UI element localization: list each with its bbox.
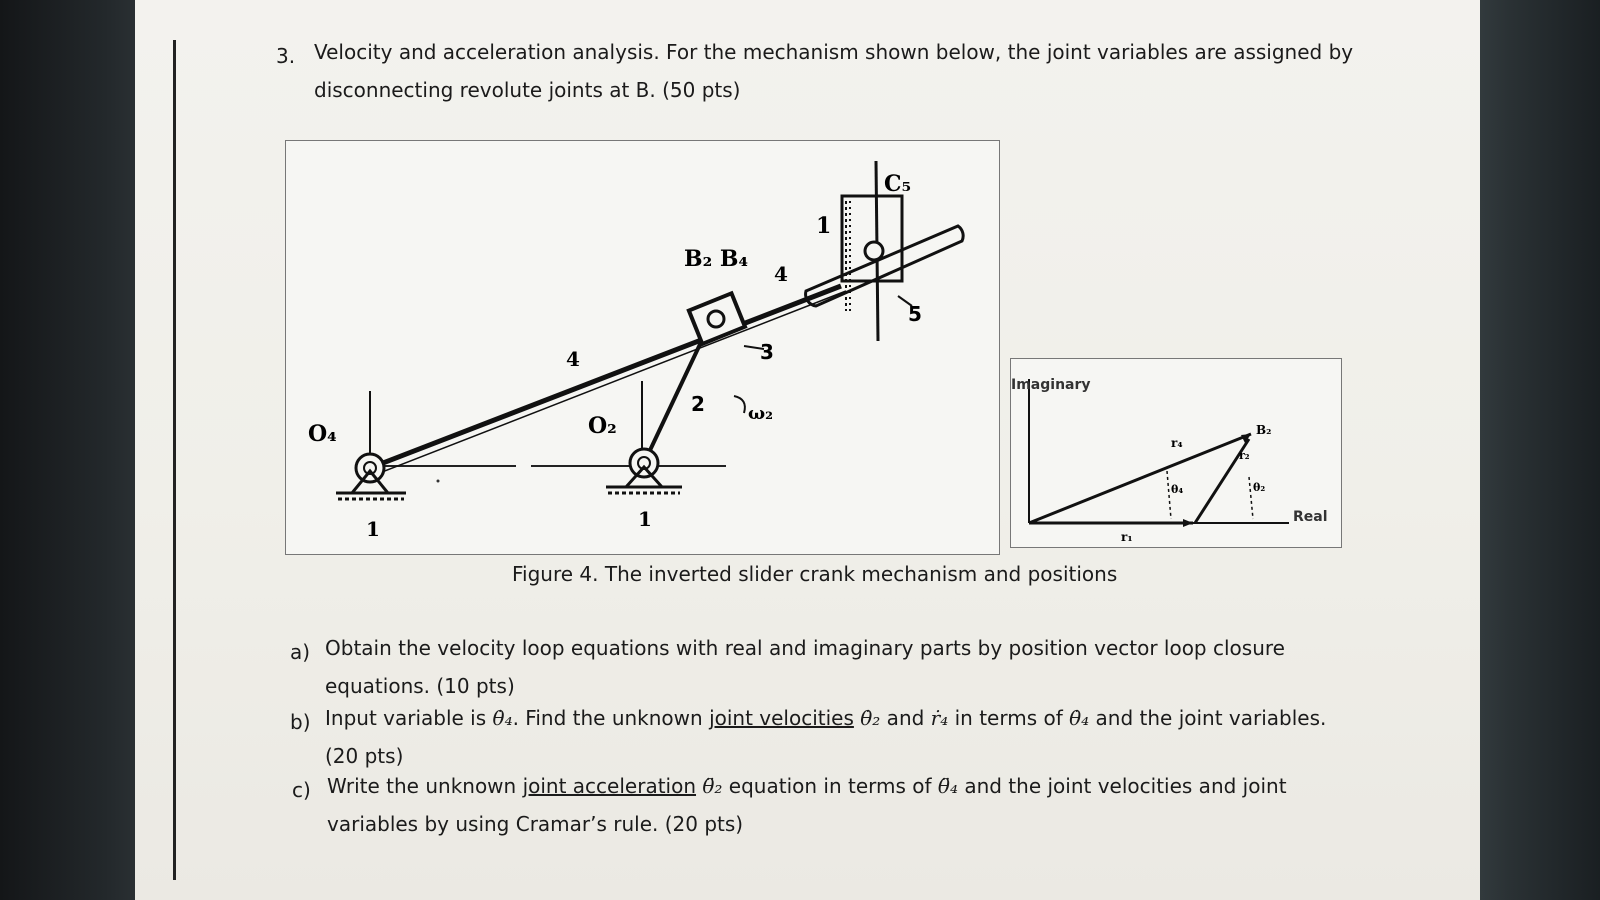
theta4-dot-symbol: θ̇₄ — [492, 706, 513, 730]
joint-acceleration-term: joint acceleration — [522, 774, 697, 798]
figure-caption: Figure 4. The inverted slider crank mech… — [512, 562, 1118, 586]
label-link-4-top: 4 — [774, 262, 788, 286]
vector-r4 — [1028, 432, 1252, 525]
vector-r2 — [1193, 438, 1251, 524]
theta4-arc — [1166, 470, 1172, 520]
part-a-line-1: Obtain the velocity loop equations with … — [325, 636, 1285, 660]
r1-arrowhead — [1183, 519, 1193, 527]
question-number: 3. — [276, 44, 296, 68]
leader-3 — [743, 345, 765, 350]
part-c-line-1: Write the unknown joint acceleration θ̈₂… — [327, 774, 1287, 798]
label-omega: ω₂ — [748, 403, 773, 424]
part-c-line-2: variables by using Cramar’s rule. (20 pt… — [327, 812, 744, 836]
theta4-ddot-symbol: θ̈₄ — [937, 774, 958, 798]
leader-5 — [897, 295, 913, 307]
r4-arrowhead — [1241, 434, 1251, 443]
label-link-5: 5 — [908, 302, 922, 326]
label-r4: r₄ — [1171, 436, 1183, 450]
question-line-1: Velocity and acceleration analysis. For … — [314, 40, 1354, 64]
mechanism-figure: O₄ O₂ B₂ B₄ C₅ 1 1 1 4 4 3 2 5 ω₂ — [285, 140, 1000, 555]
label-link-3: 3 — [760, 340, 774, 364]
label-o4: O₄ — [308, 421, 337, 447]
pin-b — [706, 309, 726, 329]
label-ground-top: 1 — [816, 213, 831, 239]
part-b-text-5: and the joint variables. — [1089, 706, 1327, 730]
theta2-arc — [1248, 476, 1254, 520]
theta2-dot-symbol: θ̇₂ — [860, 706, 881, 730]
margin-rule — [173, 40, 176, 880]
part-b-text-3: and — [880, 706, 931, 730]
part-c-text-3: and the joint velocities and joint — [957, 774, 1287, 798]
label-b2: B₂ — [1256, 423, 1271, 437]
link-4-bar-edge — [371, 290, 847, 477]
label-ground-mid: 1 — [638, 507, 652, 531]
part-a-label: a) — [290, 640, 311, 664]
mechanism-diagram: O₄ O₂ B₂ B₄ C₅ 1 1 1 4 4 3 2 5 ω₂ — [308, 160, 965, 541]
part-c-text-2: equation in terms of — [722, 774, 938, 798]
part-c-label: c) — [292, 778, 311, 802]
link-4-bar — [369, 283, 842, 471]
label-real: Real — [1293, 509, 1328, 525]
pin-c5 — [863, 240, 885, 262]
theta4-dot-symbol-2: θ̇₄ — [1069, 706, 1090, 730]
part-b-label: b) — [290, 710, 311, 734]
part-b-text-1: Input variable is — [325, 706, 493, 730]
vector-diagram: Imaginary Real B₂ r₁ r₂ r₄ θ₄ θ₂ — [1011, 377, 1328, 544]
o4-pin — [363, 461, 377, 475]
label-link-4-mid: 4 — [566, 347, 580, 371]
part-b-line-1: Input variable is θ̇₄. Find the unknown … — [325, 706, 1326, 730]
label-c5: C₅ — [884, 171, 911, 197]
label-o2: O₂ — [588, 413, 617, 439]
part-a-line-2: equations. (10 pts) — [325, 674, 515, 698]
label-theta4: θ₄ — [1171, 483, 1183, 496]
o4-pivot — [354, 452, 386, 484]
theta2-ddot-symbol: θ̈₂ — [702, 774, 723, 798]
label-b: B₂ B₄ — [684, 246, 748, 272]
monitor-bezel-left — [0, 0, 150, 900]
joint-velocities-term: joint velocities — [709, 706, 854, 730]
label-theta2: θ₂ — [1253, 481, 1265, 494]
omega-arrow — [733, 395, 746, 414]
label-imaginary: Imaginary — [1011, 377, 1091, 393]
label-ground-left: 1 — [366, 517, 380, 541]
r4-dot-symbol: ṙ₄ — [930, 706, 949, 730]
question-line-2: disconnecting revolute joints at B. (50 … — [314, 78, 741, 102]
link-4-rod — [804, 224, 965, 308]
part-b-text-2: . Find the unknown — [512, 706, 710, 730]
part-c-text-1: Write the unknown — [327, 774, 523, 798]
label-r2: r₂ — [1239, 449, 1250, 462]
part-b-line-2: (20 pts) — [325, 744, 404, 768]
position-vector-inset: Imaginary Real B₂ r₁ r₂ r₄ θ₄ θ₂ — [1010, 358, 1342, 548]
label-r1: r₁ — [1121, 530, 1133, 544]
part-b-text-4: in terms of — [948, 706, 1070, 730]
link-2-crank — [642, 320, 713, 464]
o2-pivot — [628, 447, 660, 479]
label-link-2: 2 — [691, 392, 705, 416]
ground-dot — [436, 479, 440, 483]
